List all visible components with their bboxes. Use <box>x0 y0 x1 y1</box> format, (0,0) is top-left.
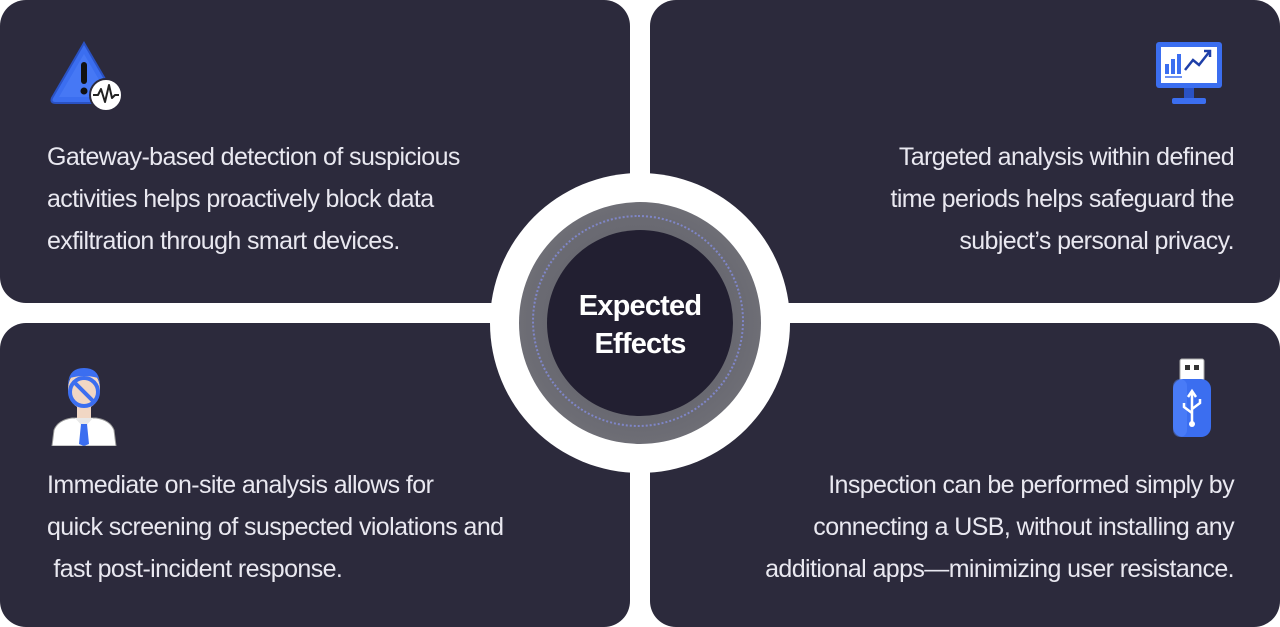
panel-bottom-right-text: Inspection can be performed simply by co… <box>765 464 1234 590</box>
monitor-chart-icon <box>1154 40 1224 113</box>
text-line: additional apps—minimizing user resistan… <box>765 555 1234 583</box>
center-hub-dotted-circle <box>532 215 744 427</box>
text-line: connecting a USB, without installing any <box>813 513 1234 541</box>
center-title: Expected Effects <box>547 287 733 363</box>
text-line: Targeted analysis within defined <box>898 143 1235 171</box>
text-line: subject’s personal privacy. <box>959 227 1234 255</box>
panel-top-right-text: Targeted analysis within defined time pe… <box>890 136 1234 262</box>
text-line: time periods helps safeguard the <box>890 185 1234 213</box>
panel-bottom-right: Inspection can be performed simply by co… <box>650 323 1280 627</box>
warning-triangle-pulse-icon <box>48 40 126 117</box>
panel-bottom-left: Immediate on-site analysis allows for qu… <box>0 323 630 627</box>
panel-top-left: Gateway-based detection of suspicious ac… <box>0 0 630 303</box>
center-title-line: Effects <box>594 328 686 360</box>
panel-bottom-left-text: Immediate on-site analysis allows for qu… <box>47 464 504 590</box>
text-line: fast post-incident response. <box>47 555 343 583</box>
panel-top-left-text: Gateway-based detection of suspicious ac… <box>47 136 460 262</box>
text-line: exfiltration through smart devices. <box>47 227 400 255</box>
center-title-line: Expected <box>578 290 702 322</box>
center-hub-core <box>547 230 733 416</box>
text-line: Inspection can be performed simply by <box>828 471 1234 499</box>
text-line: Immediate on-site analysis allows for <box>47 471 434 499</box>
anonymous-person-icon <box>48 362 120 451</box>
text-line: Gateway-based detection of suspicious <box>47 143 460 171</box>
text-line: activities helps proactively block data <box>47 185 434 213</box>
text-line: quick screening of suspected violations … <box>47 513 504 541</box>
usb-drive-icon <box>1170 357 1214 446</box>
